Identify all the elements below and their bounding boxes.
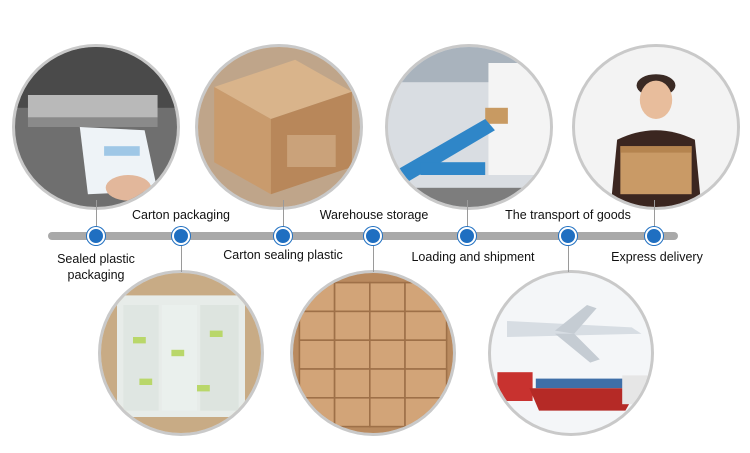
step-dot-5	[458, 227, 476, 245]
step-dot-7	[645, 227, 663, 245]
photo-stacked-cartons	[290, 270, 456, 436]
timeline-bar	[48, 232, 678, 240]
connector	[373, 240, 374, 272]
photo-carton-box	[195, 44, 363, 210]
step-label-7: Express delivery	[611, 250, 703, 264]
step-dot-2	[172, 227, 190, 245]
step-dot-3	[274, 227, 292, 245]
step-label-4: Warehouse storage	[319, 208, 429, 222]
photo-sealing-machine	[12, 44, 180, 210]
photo-warehouse-loading	[385, 44, 553, 210]
connector	[654, 200, 655, 232]
connector	[96, 200, 97, 232]
step-label-6: The transport of goods	[505, 208, 631, 222]
connector	[283, 200, 284, 232]
photo-plane-ship-truck	[488, 270, 654, 436]
step-dot-4	[364, 227, 382, 245]
photo-bags-in-carton	[98, 270, 264, 436]
step-label-5: Loading and shipment	[411, 250, 535, 264]
step-dot-6	[559, 227, 577, 245]
step-dot-1	[87, 227, 105, 245]
connector	[181, 240, 182, 272]
connector	[467, 200, 468, 232]
step-label-3: Carton sealing plastic	[223, 248, 343, 262]
photo-delivery-man	[572, 44, 740, 210]
step-label-2: Carton packaging	[132, 208, 230, 222]
connector	[568, 240, 569, 272]
